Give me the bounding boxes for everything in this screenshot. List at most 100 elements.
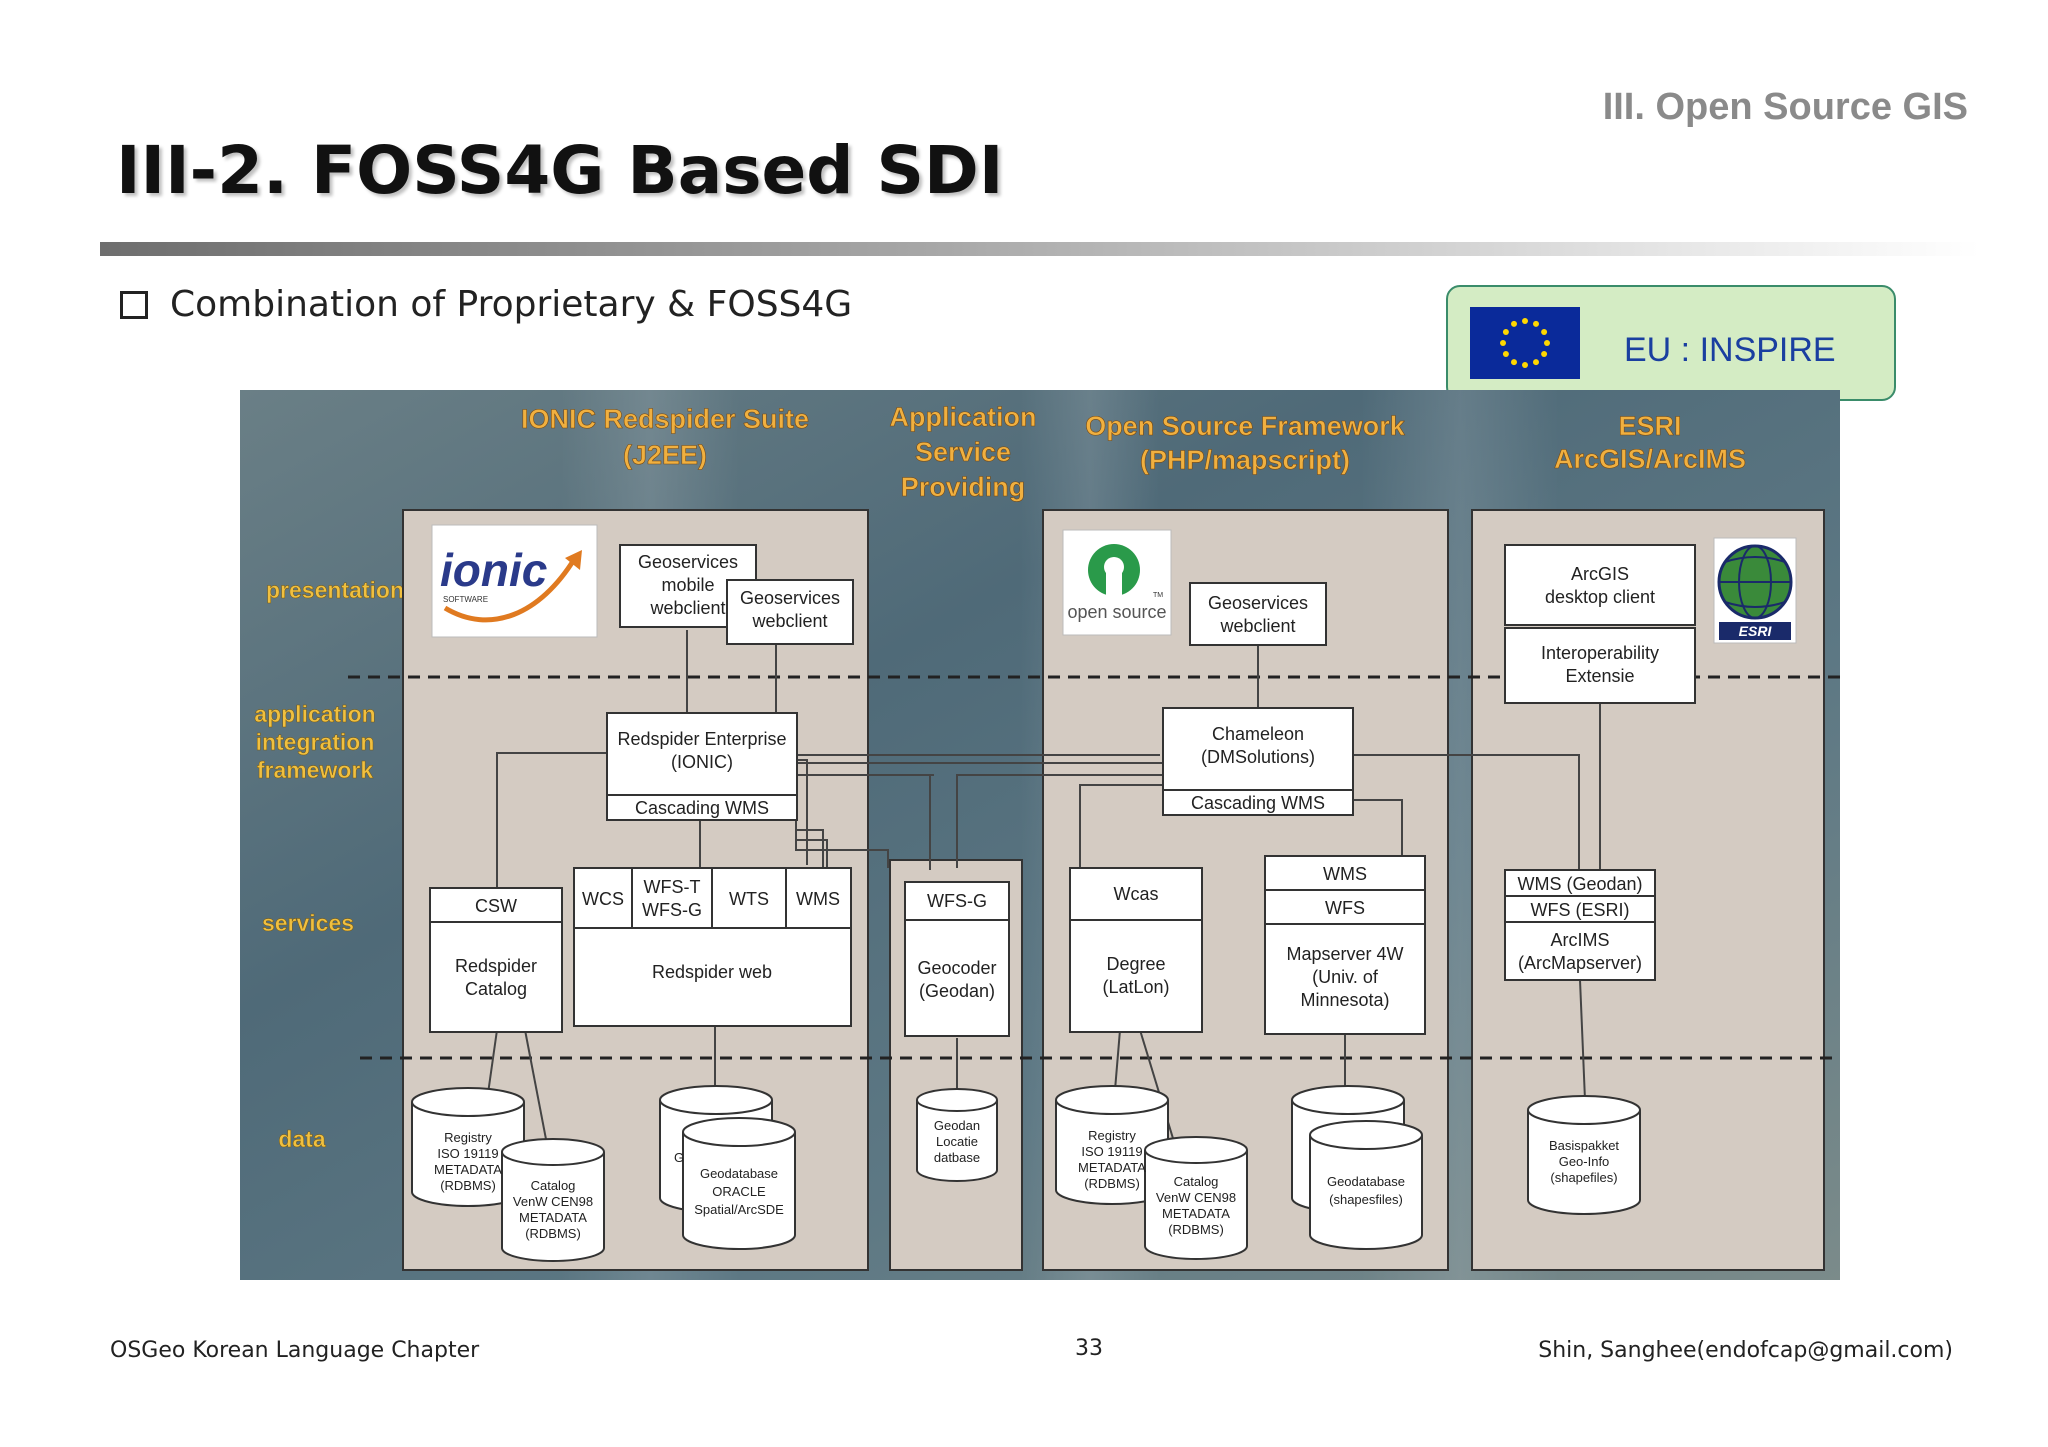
box-cascading-wms-osf — [1162, 789, 1354, 816]
svg-text:Geodatabase: Geodatabase — [700, 1166, 778, 1181]
svg-text:ESRI: ESRI — [1739, 623, 1773, 639]
ionic-logo: ionic SOFTWARE — [431, 524, 598, 638]
svg-text:ISO 19119: ISO 19119 — [437, 1146, 498, 1161]
db-registry-osf — [1055, 1085, 1169, 1205]
box-wms-osf — [1264, 855, 1426, 891]
db-geodatabase-shapefiles — [1309, 1120, 1423, 1250]
svg-text:(shapesfiles): (shapesfiles) — [1329, 1192, 1403, 1207]
column-title-asp-2: Service — [915, 437, 1011, 467]
svg-text:Locatie: Locatie — [936, 1134, 978, 1149]
svg-text:WFS: WFS — [1325, 898, 1365, 918]
column-title-ionic: IONIC Redspider Suite — [521, 404, 809, 434]
eu-star — [1533, 320, 1539, 327]
svg-text:Geoservices: Geoservices — [638, 552, 738, 572]
layer-label-presentation: presentation — [266, 577, 404, 603]
svg-text:Basispakket: Basispakket — [1549, 1138, 1619, 1153]
box-wfs-g-asp — [904, 881, 1010, 921]
svg-text:Geodan: Geodan — [934, 1118, 980, 1133]
column-title-asp-1: Application — [890, 402, 1037, 432]
box-geoservices-webclient-ionic — [726, 579, 854, 645]
eu-star — [1502, 351, 1509, 357]
svg-text:ISO 19119: ISO 19119 — [1081, 1144, 1142, 1159]
svg-text:METADATA: METADATA — [519, 1210, 587, 1225]
box-arcgis-desktop-client — [1504, 544, 1696, 626]
svg-text:webclient: webclient — [1219, 616, 1295, 636]
eu-star — [1522, 318, 1528, 324]
svg-text:Geocoder: Geocoder — [917, 958, 996, 978]
svg-text:(RDBMS): (RDBMS) — [1168, 1222, 1224, 1237]
svg-text:Catalog: Catalog — [1174, 1174, 1219, 1189]
svg-text:ArcIMS: ArcIMS — [1550, 930, 1609, 950]
esri-globe-logo: ESRI — [1713, 537, 1797, 644]
db-catalog-osf — [1144, 1136, 1248, 1260]
layer-label-data: data — [278, 1126, 326, 1152]
svg-text:(ArcMapserver): (ArcMapserver) — [1518, 953, 1642, 973]
bullet-text: Combination of Proprietary & FOSS4G — [170, 284, 853, 325]
column-subtitle-osf: (PHP/mapscript) — [1140, 445, 1350, 475]
svg-text:datbase: datbase — [934, 1150, 980, 1165]
eu-star — [1502, 329, 1509, 335]
eu-flag-icon — [1470, 307, 1580, 379]
db-catalog-ionic — [501, 1138, 605, 1262]
svg-text:WMS (Geodan): WMS (Geodan) — [1517, 874, 1642, 894]
svg-text:Geo-Info: Geo-Info — [1559, 1154, 1610, 1169]
svg-text:webclient: webclient — [649, 598, 725, 618]
svg-text:(RDBMS): (RDBMS) — [440, 1178, 496, 1193]
layer-label-application-1: application — [254, 701, 375, 727]
sdi-architecture-diagram: IONIC Redspider Suite (J2EE) Application… — [240, 390, 1840, 1280]
box-redspider-enterprise — [606, 712, 798, 796]
eu-star — [1533, 359, 1539, 366]
svg-text:METADATA: METADATA — [1078, 1160, 1146, 1175]
svg-text:WFS-G: WFS-G — [642, 900, 702, 920]
db-registry-ionic — [411, 1087, 525, 1207]
eu-star — [1544, 340, 1550, 346]
svg-text:VenW CEN98: VenW CEN98 — [1156, 1190, 1236, 1205]
column-title-asp-3: Providing — [901, 472, 1026, 502]
box-wts — [711, 867, 787, 929]
footer-organization: OSGeo Korean Language Chapter — [110, 1338, 480, 1363]
box-interoperability-extensie — [1504, 627, 1696, 704]
svg-text:SOFTWARE: SOFTWARE — [443, 595, 488, 604]
svg-text:Redspider web: Redspider web — [652, 962, 772, 982]
svg-text:Cascading WMS: Cascading WMS — [635, 798, 769, 818]
svg-text:(shapefiles): (shapefiles) — [1550, 1170, 1617, 1185]
svg-text:ORACLE: ORACLE — [712, 1184, 766, 1199]
box-redspider-web — [573, 927, 852, 1027]
footer-author: Shin, Sanghee(endofcap@gmail.com) — [1538, 1338, 1953, 1363]
layer-label-application-2: integration — [256, 729, 375, 755]
svg-text:Geodatabase: Geodatabase — [1327, 1174, 1405, 1189]
box-degree — [1069, 919, 1203, 1033]
svg-text:(RDBMS): (RDBMS) — [525, 1226, 581, 1241]
box-wms-ionic — [785, 867, 852, 929]
svg-text:Degree: Degree — [1106, 954, 1165, 974]
svg-text:WFS-T: WFS-T — [644, 877, 701, 897]
layer-label-application-3: framework — [257, 757, 374, 783]
svg-text:(Univ. of: (Univ. of — [1312, 967, 1379, 987]
db-geodan-locatie — [916, 1088, 998, 1182]
svg-text:Redspider Enterprise: Redspider Enterprise — [617, 729, 786, 749]
box-wms-geodan — [1504, 869, 1656, 897]
svg-text:Extensie: Extensie — [1565, 666, 1634, 686]
svg-text:WMS: WMS — [1323, 864, 1367, 884]
eu-star — [1541, 351, 1548, 357]
svg-text:METADATA: METADATA — [1162, 1206, 1230, 1221]
eu-star — [1511, 320, 1517, 327]
title-rule — [100, 242, 1980, 256]
svg-text:CSW: CSW — [475, 896, 517, 916]
svg-text:TM: TM — [1153, 592, 1163, 599]
column-title-esri: ESRI — [1618, 411, 1681, 441]
svg-text:Redspider: Redspider — [455, 956, 537, 976]
svg-text:Catalog: Catalog — [465, 979, 527, 999]
svg-text:open source: open source — [1067, 602, 1166, 622]
box-redspider-catalog — [429, 921, 563, 1033]
eu-star — [1500, 340, 1506, 346]
column-subtitle-esri: ArcGIS/ArcIMS — [1554, 444, 1746, 474]
eu-star — [1511, 359, 1517, 366]
svg-text:WCS: WCS — [582, 889, 624, 909]
inspire-callout: EU : INSPIRE — [1446, 285, 1896, 401]
svg-text:METADATA: METADATA — [434, 1162, 502, 1177]
svg-text:(LatLon): (LatLon) — [1102, 977, 1169, 997]
eu-star — [1522, 362, 1528, 368]
svg-text:WFS-G: WFS-G — [927, 891, 987, 911]
column-subtitle-ionic: (J2EE) — [623, 440, 707, 470]
